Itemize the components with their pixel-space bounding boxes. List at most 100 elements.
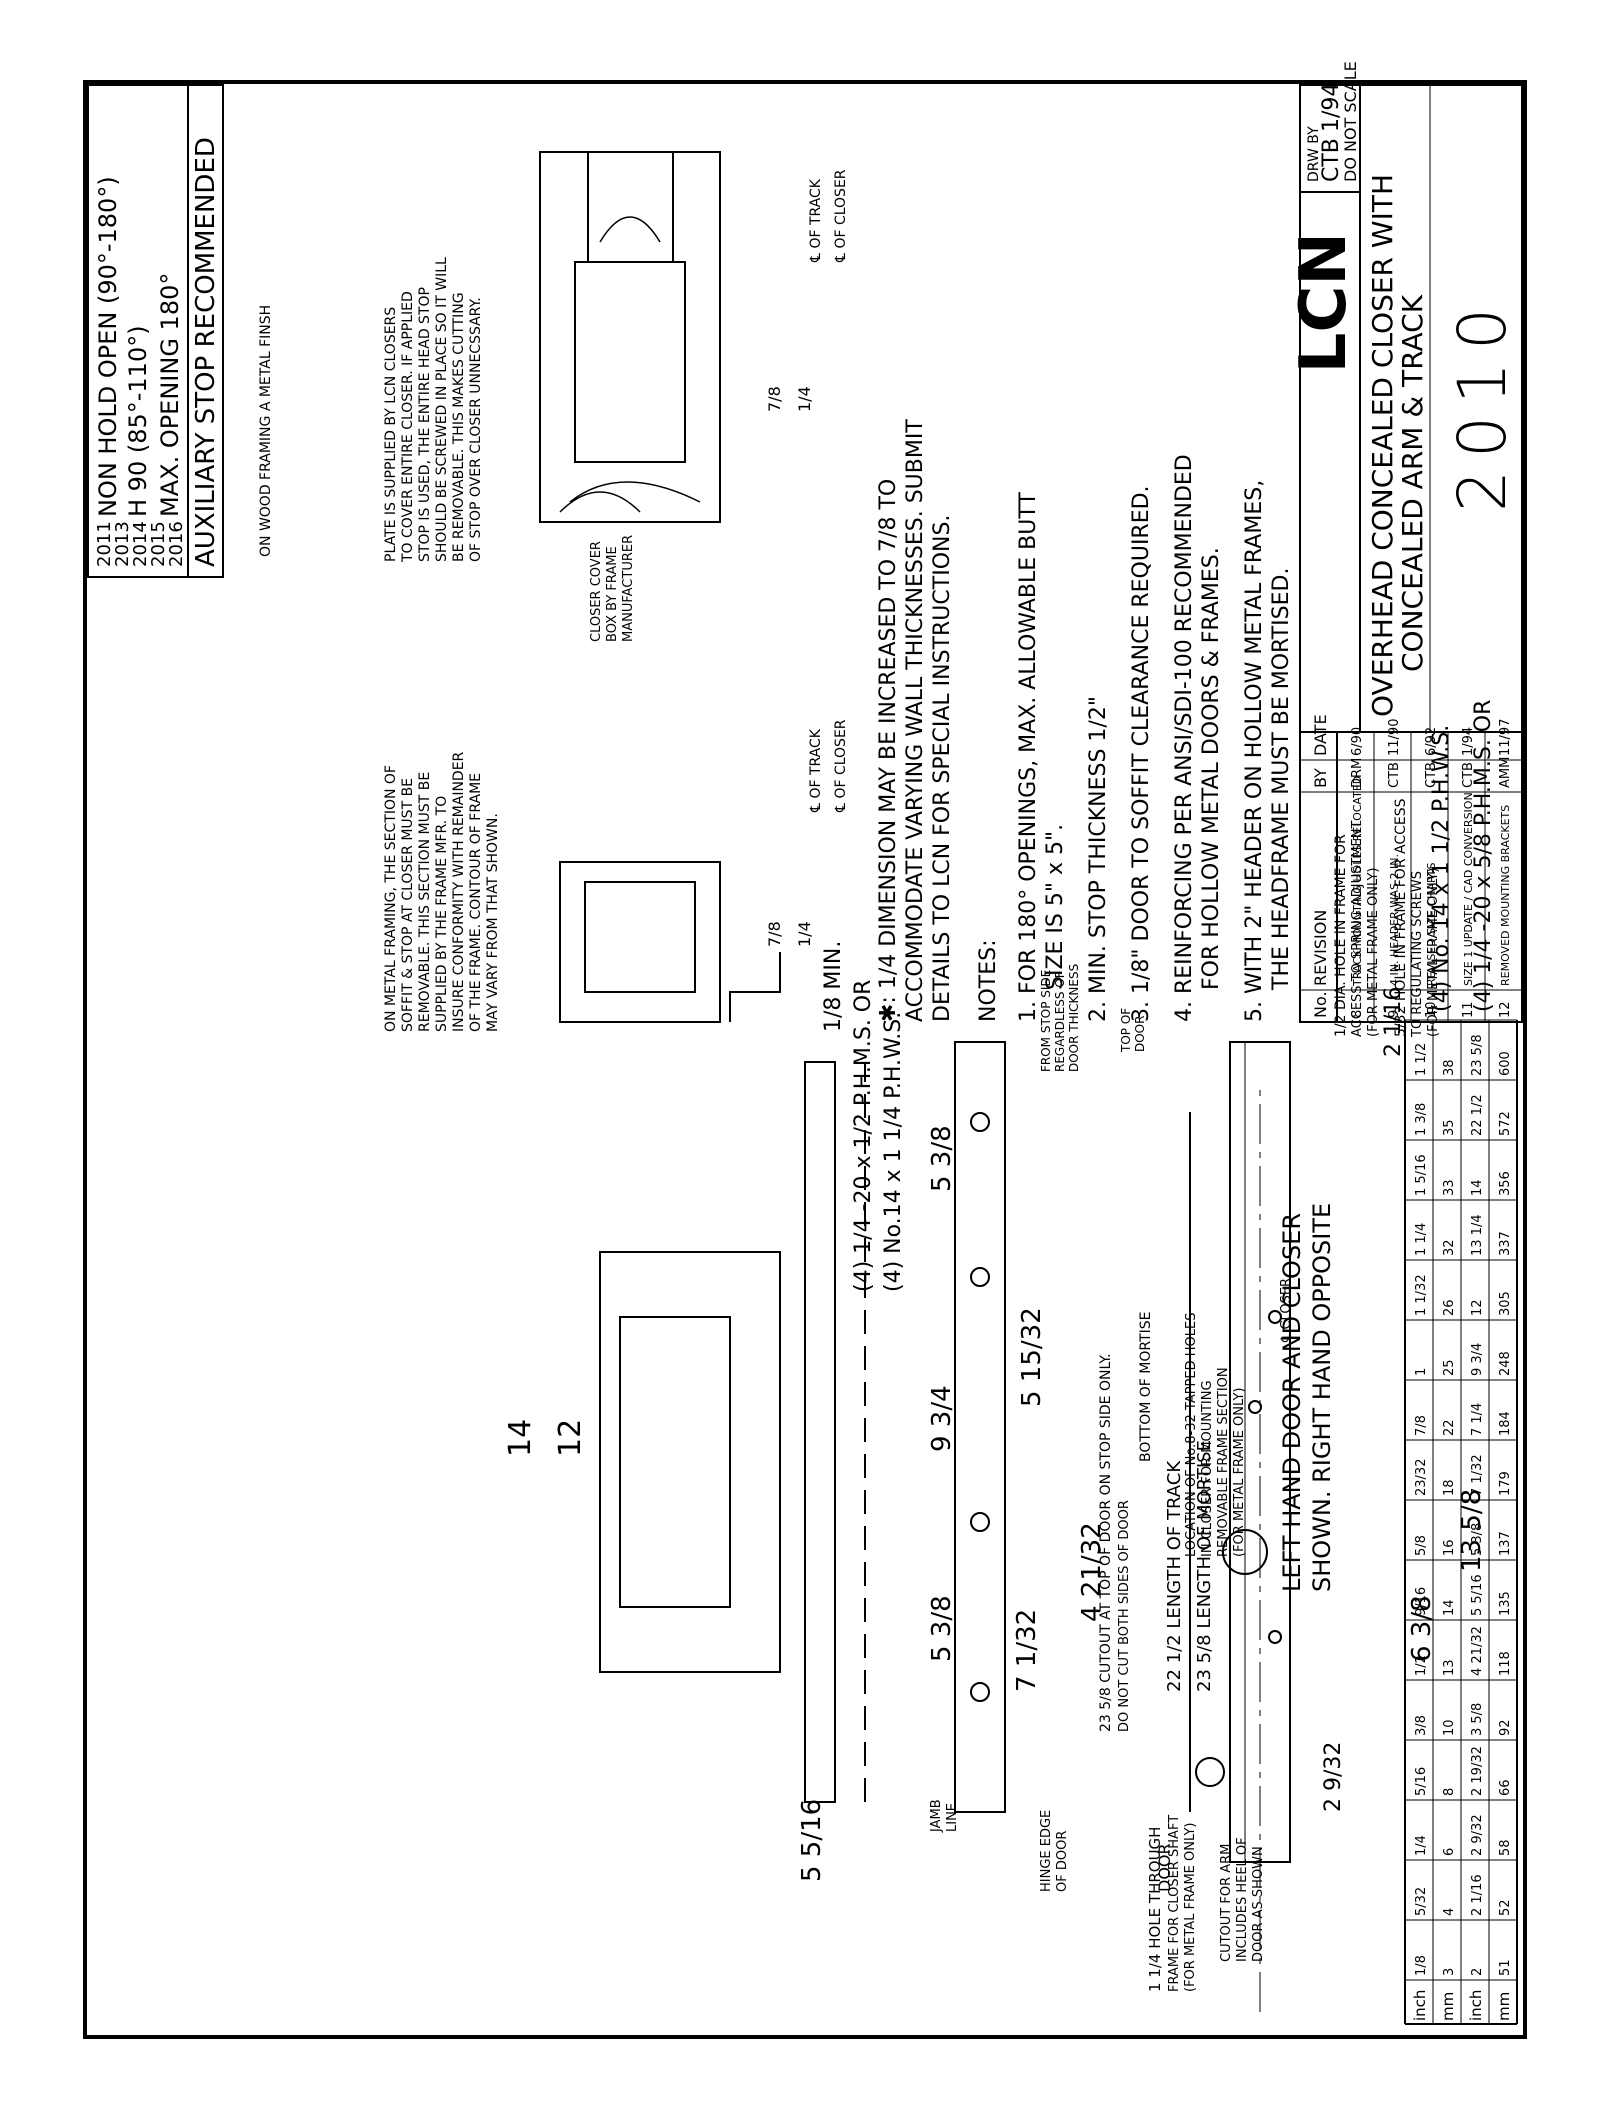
conv-cell: 600 <box>1498 1051 1513 1076</box>
conv-cell: 10 <box>1442 1719 1457 1736</box>
conv-cell: 12 <box>1470 1299 1485 1316</box>
revision-header-0: No. <box>1311 991 1330 1018</box>
cover-box-2: BOX BY FRAME <box>605 546 620 642</box>
dim-5-3-8-b: 5 3/8 <box>927 1125 957 1192</box>
conv-cell: 23 5/8 <box>1470 1034 1485 1076</box>
conv-cell: 1 5/16 <box>1414 1154 1429 1196</box>
model-box: 2011 2013 2014 2015 2016 NON HOLD OPEN (… <box>87 84 224 578</box>
conv-cell: 1/4 <box>1414 1835 1429 1856</box>
wood-note-c: STOP IS USED, THE ENTIRE HEAD STOP <box>417 287 433 562</box>
conv-cell: 248 <box>1498 1351 1513 1376</box>
lcn-logo: LCN <box>1287 232 1361 373</box>
closer-cylinder <box>619 1316 731 1608</box>
track-screw-2 <box>970 1512 990 1532</box>
revision-cell: 11/97 <box>1498 719 1513 756</box>
closer-housing <box>599 1251 781 1673</box>
from-stop-1: FROM STOP SIDE <box>1039 970 1053 1072</box>
star-note-2: ACCOMMODATE VARYING WALL THICKNESSES. SU… <box>903 419 928 1022</box>
revision-cell: SIZE 1 UPDATE / CAD CONVERSION <box>1462 792 1475 986</box>
dim-7-8-wood: 7/8 <box>765 386 784 412</box>
cl-closer-metal: ℄ OF CLOSER <box>833 719 849 813</box>
revision-cell: TRACK MOUNTING HOLES RELOCATED <box>1351 776 1364 987</box>
conv-cell: 23/32 <box>1414 1459 1429 1496</box>
hinge-edge-2: OF DOOR <box>1055 1831 1070 1892</box>
model-nums-2: 2013 <box>112 521 133 567</box>
conv-cell: 22 1/2 <box>1470 1094 1485 1136</box>
conv-cell: 13 1/4 <box>1470 1214 1485 1256</box>
conv-cell: 5/8 <box>1414 1535 1429 1556</box>
conv-cell: 1 <box>1414 1368 1429 1376</box>
hole-through-2: FRAME FOR CLOSER SHAFT <box>1167 1815 1182 1992</box>
note-4b: FOR HOLLOW METAL DOORS & FRAMES. <box>1199 547 1224 990</box>
aux-stop-note: AUXILIARY STOP RECOMMENDED <box>191 137 221 567</box>
conv-cell: 58 <box>1498 1839 1513 1856</box>
conv-cell: 3 <box>1442 1968 1457 1976</box>
conv-cell: 35 <box>1442 1119 1457 1136</box>
dim-5-15-32: 5 15/32 <box>1017 1307 1047 1407</box>
reg-hole-1: 5/32 HOLE IN FRAME FOR ACCESS <box>1393 798 1409 1037</box>
dim-1-4-wood: 1/4 <box>795 386 814 412</box>
hand-note-1: LEFT HAND DOOR AND CLOSER <box>1278 1213 1306 1592</box>
note-3: 3. 1/8" DOOR TO SOFFIT CLEARANCE REQUIRE… <box>1129 485 1154 1022</box>
track-view: (4) 1/4 -20 x 1/2 P.H.M.S. OR (4) No.14 … <box>851 964 1081 1892</box>
dim-13-5-8: 13 5/8 <box>1457 1489 1487 1572</box>
dim-1-8-min: 1/8 MIN. <box>821 941 846 1032</box>
notes-block: ✱: 1/4 DIMENSION MAY BE INCREASED TO 7/8… <box>876 419 1294 1022</box>
model-nums-4: 2015 <box>148 521 169 567</box>
metal-note-2: SOFFIT & STOP AT CLOSER MUST BE <box>400 778 416 1032</box>
conv-cell: 4 21/32 <box>1470 1626 1485 1676</box>
wood-closer-body <box>574 261 686 463</box>
model-text-1: NON HOLD OPEN (90°-180°) <box>94 176 122 517</box>
conv-cell: 9 3/4 <box>1470 1343 1485 1376</box>
conv-cell: 13 <box>1442 1659 1457 1676</box>
metal-note-6: OF THE FRAME. CONTOUR OF FRAME <box>468 773 484 1032</box>
conv-cell: 14 <box>1470 1179 1485 1196</box>
track-screw-1 <box>970 1682 990 1702</box>
notes-heading: NOTES: <box>976 940 1001 1023</box>
dim-4-21-32: 4 21/32 <box>1077 1522 1107 1622</box>
track-screws-1: (4) 1/4 -20 x 1/2 P.H.M.S. OR <box>851 980 876 1292</box>
model-text-3: H 90 (85°-110°) <box>124 325 152 517</box>
door-label: DOOR <box>1155 1843 1174 1892</box>
track-screws-2: (4) No.14 x 1 1/4 P.H.W.S. <box>881 1012 906 1292</box>
conv-cell: 2 <box>1470 1968 1485 1976</box>
note-2: 2. MIN. STOP THICKNESS 1/2" <box>1086 696 1111 1022</box>
star-note-1: ✱: 1/4 DIMENSION MAY BE INCREASED TO 7/8… <box>876 479 901 1022</box>
model-nums-1: 2011 <box>94 521 115 567</box>
tapped-holes-4: (FOR METAL FRAME ONLY) <box>1232 1387 1247 1557</box>
hinge-edge-1: HINGE EDGE <box>1039 1810 1054 1892</box>
from-stop-2: REGARDLESS OF <box>1053 971 1067 1072</box>
metal-note-5: INSURE CONFORMITY WITH REMAINDER <box>451 751 467 1032</box>
revision-header-3: DATE <box>1311 714 1330 756</box>
conv-cell: 7/8 <box>1414 1415 1429 1436</box>
track-body <box>954 1041 1006 1813</box>
conv-cell: 33 <box>1442 1179 1457 1196</box>
wood-head-stop <box>587 151 674 263</box>
revision-cell: CTB <box>1461 762 1476 788</box>
tapped-holes-2: IN CLOSER FOR MOUNTING <box>1200 1380 1215 1557</box>
shaft-hole <box>1195 1757 1225 1787</box>
screws-frame-1: (4) 1/4 -20 x 5/8 P.H.M.S. OR <box>1471 700 1496 1012</box>
conv-cell: 1/2 <box>1414 1655 1429 1676</box>
star-note-3: DETAILS TO LCN FOR SPECIAL INSTRUCTIONS. <box>930 515 955 1022</box>
conv-cell: 14 <box>1442 1599 1457 1616</box>
revision-cell: 9 <box>1387 1010 1402 1018</box>
drawn-by-label: DRW BY <box>1306 126 1322 182</box>
metal-stop <box>729 952 781 1022</box>
note-5b: THE HEADFRAME MUST BE MORTISED. <box>1269 568 1294 991</box>
tapped-hole-2 <box>1268 1310 1282 1324</box>
revision-cell: DRM <box>1350 758 1365 788</box>
conv-cell: 572 <box>1498 1111 1513 1136</box>
revision-cell: 10 <box>1424 1001 1439 1018</box>
revision-cell: 6/92 <box>1424 727 1439 756</box>
revision-cell: 11 <box>1461 1001 1476 1018</box>
conv-cell: 5 5/16 <box>1470 1574 1485 1616</box>
conv-cell: 9/16 <box>1414 1587 1429 1616</box>
wood-frame-outline <box>539 151 721 523</box>
drawing-number: 2010 <box>1444 296 1521 512</box>
note-5a: 5. WITH 2" HEADER ON HOLLOW METAL FRAMES… <box>1242 480 1267 1022</box>
cover-box-3: MANUFACTURER <box>621 535 636 642</box>
